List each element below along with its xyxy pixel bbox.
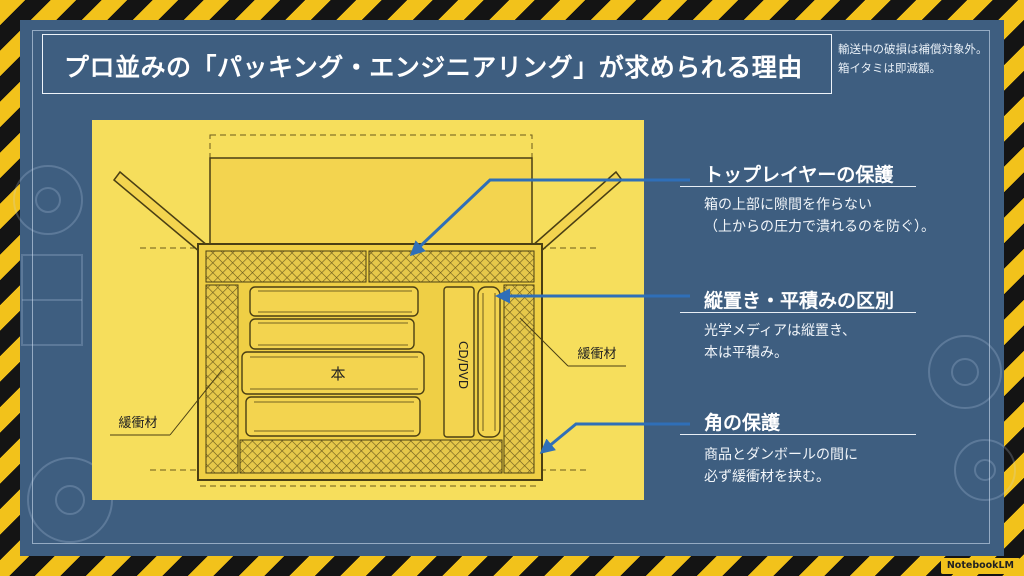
cushion-top-left [205, 250, 367, 283]
notebooklm-badge: NotebookLM [940, 558, 1020, 574]
cushion-right [503, 284, 535, 474]
note-line-2: 箱イタミは即減額。 [838, 61, 942, 75]
page-title: プロ並みの「パッキング・エンジニアリング」が求められる理由 [64, 53, 803, 82]
header-note: 輸送中の破損は補償対象外。 箱イタミは即減額。 [838, 40, 998, 78]
section-title-top-layer: トップレイヤーの保護 [704, 164, 894, 186]
cushion-left [205, 284, 239, 474]
body-line: 光学メディアは縦置き、 [704, 323, 857, 339]
section-rule [680, 186, 916, 187]
body-line: 必ず緩衝材を挟む。 [704, 469, 830, 485]
top-flap [209, 157, 533, 249]
arrow-corner [539, 422, 690, 454]
title-box [42, 34, 832, 94]
book [249, 318, 415, 350]
cushion-top-right [368, 250, 535, 283]
section-body-corner: 商品とダンボールの間に 必ず緩衝材を挟む。 [704, 444, 858, 488]
section-body-top-layer: 箱の上部に隙間を作らない （上からの圧力で潰れるのを防ぐ）。 [704, 194, 935, 238]
body-line: 本は平積み。 [704, 345, 788, 361]
label-cushion-right: 緩衝材 [577, 347, 616, 362]
arrow-top-layer [409, 178, 690, 257]
books [241, 286, 425, 437]
section-rule [680, 434, 916, 435]
label-book: 本 [330, 365, 345, 383]
label-cd: CD/DVD [456, 341, 470, 389]
body-line: 商品とダンボールの間に [704, 447, 858, 463]
label-cushion-left: 緩衝材 [118, 416, 157, 431]
section-rule [680, 312, 916, 313]
book [245, 396, 421, 437]
section-title-corner: 角の保護 [704, 412, 781, 434]
section-body-orientation: 光学メディアは縦置き、 本は平積み。 [704, 320, 856, 364]
note-line-1: 輸送中の破損は補償対象外。 [838, 42, 988, 56]
book [241, 351, 425, 395]
section-title-orientation: 縦置き・平積みの区別 [704, 290, 895, 312]
body-line: 箱の上部に隙間を作らない [704, 197, 872, 213]
body-line: （上からの圧力で潰れるのを防ぐ）。 [704, 219, 935, 235]
cushion-bottom [239, 439, 503, 474]
cd-case-side [477, 286, 501, 438]
book [249, 286, 419, 317]
cd-case [443, 286, 475, 438]
board-inner-border [32, 30, 990, 544]
